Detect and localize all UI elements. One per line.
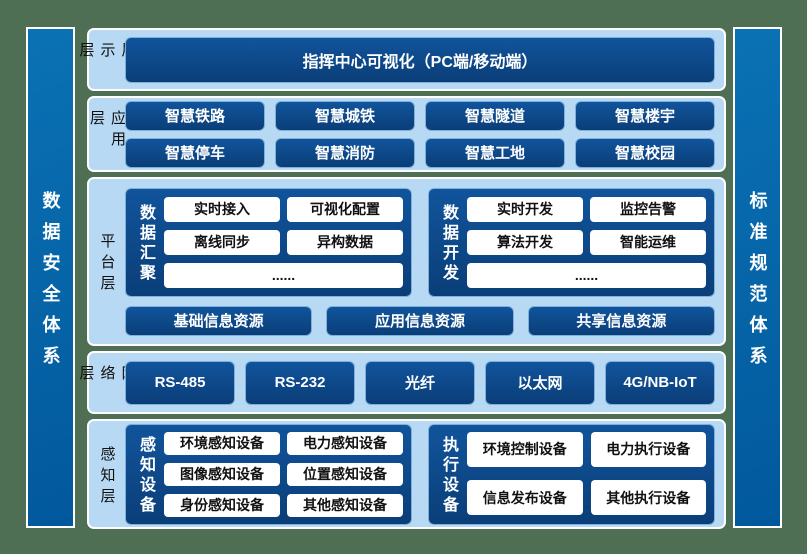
chip-power-actuator: 电力执行设备 [590, 431, 706, 467]
chip-development-more: ...... [467, 262, 706, 288]
network-box-rs485: RS-485 [125, 360, 235, 405]
chip-algorithm-dev: 算法开发 [467, 229, 583, 255]
resource-box-basic: 基础信息资源 [125, 305, 313, 336]
app-box-metro: 智慧城铁 [275, 100, 415, 131]
group-data-aggregation-label: 数据汇聚 [137, 204, 154, 284]
network-row: RS-485 RS-232 光纤 以太网 4G/NB-IoT [125, 360, 715, 405]
chip-info-publish: 信息发布设备 [467, 480, 583, 515]
resources-row: 基础信息资源 应用信息资源 共享信息资源 [125, 305, 715, 336]
layer-label-platform: 平台层 [98, 233, 116, 296]
group-sensing-devices: 感知设备 环境感知设备 电力感知设备 图像感知设备 位置感知设备 身份感知设备 … [125, 423, 412, 525]
pillar-standards-label: 标准规范体系 [747, 191, 768, 377]
layer-label-network: 网络层 [77, 365, 137, 386]
sensing-chips: 环境感知设备 电力感知设备 图像感知设备 位置感知设备 身份感知设备 其他感知设… [164, 431, 403, 517]
app-box-parking: 智慧停车 [125, 137, 265, 168]
app-box-building: 智慧楼宇 [575, 100, 715, 131]
network-box-ethernet: 以太网 [485, 360, 595, 405]
group-data-development: 数据开发 实时开发 监控告警 算法开发 智能运维 ...... [428, 187, 715, 297]
chip-env-control: 环境控制设备 [467, 431, 583, 467]
chip-other-sensing: 其他感知设备 [287, 493, 403, 517]
data-development-chips: 实时开发 监控告警 算法开发 智能运维 ...... [467, 196, 706, 288]
pillar-data-security-label: 数据安全体系 [40, 191, 61, 377]
chip-intelligent-ops: 智能运维 [590, 229, 706, 255]
app-box-tunnel: 智慧隧道 [425, 100, 565, 131]
perception-body: 感知设备 环境感知设备 电力感知设备 图像感知设备 位置感知设备 身份感知设备 … [125, 423, 715, 525]
platform-body: 数据汇聚 实时接入 可视化配置 离线同步 异构数据 ...... 数据开发 实时… [125, 187, 715, 336]
layer-label-application: 应用层 [88, 110, 126, 152]
group-data-aggregation: 数据汇聚 实时接入 可视化配置 离线同步 异构数据 ...... [125, 187, 412, 297]
layer-panel-network: 网络层 RS-485 RS-232 光纤 以太网 4G/NB-IoT [77, 351, 726, 414]
chip-location-sensing: 位置感知设备 [287, 462, 403, 486]
app-box-campus: 智慧校园 [575, 137, 715, 168]
layer-panel-platform: 平台层 数据汇聚 实时接入 可视化配置 离线同步 异构数据 ...... 数据开… [87, 177, 726, 346]
app-box-fire: 智慧消防 [275, 137, 415, 168]
network-box-4g-nbiot: 4G/NB-IoT [605, 360, 715, 405]
resource-box-application: 应用信息资源 [326, 305, 514, 336]
layer-panel-perception: 感知层 感知设备 环境感知设备 电力感知设备 图像感知设备 位置感知设备 身份感… [87, 419, 726, 529]
pillar-data-security: 数据安全体系 [26, 27, 75, 528]
chip-realtime-dev: 实时开发 [467, 196, 583, 222]
chip-other-actuator: 其他执行设备 [590, 480, 706, 515]
app-box-site: 智慧工地 [425, 137, 565, 168]
chip-identity-sensing: 身份感知设备 [164, 493, 280, 517]
chip-image-sensing: 图像感知设备 [164, 462, 280, 486]
group-actuator-devices: 执行设备 环境控制设备 电力执行设备 信息发布设备 其他执行设备 [428, 423, 715, 525]
chip-offline-sync: 离线同步 [164, 229, 280, 255]
network-box-rs232: RS-232 [245, 360, 355, 405]
chip-aggregation-more: ...... [164, 262, 403, 288]
group-actuator-devices-label: 执行设备 [440, 436, 457, 516]
group-data-development-label: 数据开发 [440, 204, 457, 284]
pillar-standards: 标准规范体系 [733, 27, 782, 528]
network-box-fiber: 光纤 [365, 360, 475, 405]
chip-hetero-data: 异构数据 [287, 229, 403, 255]
app-box-railway: 智慧铁路 [125, 100, 265, 131]
chip-monitor-alert: 监控告警 [590, 196, 706, 222]
application-grid: 智慧铁路 智慧城铁 智慧隧道 智慧楼宇 智慧停车 智慧消防 智慧工地 智慧校园 [125, 100, 715, 168]
resource-box-shared: 共享信息资源 [527, 305, 715, 336]
layer-label-display: 展示层 [77, 42, 137, 63]
platform-groups: 数据汇聚 实时接入 可视化配置 离线同步 异构数据 ...... 数据开发 实时… [125, 187, 715, 297]
layer-panel-display: 展示层 指挥中心可视化（PC端/移动端） [77, 28, 726, 91]
chip-realtime-access: 实时接入 [164, 196, 280, 222]
data-aggregation-chips: 实时接入 可视化配置 离线同步 异构数据 ...... [164, 196, 403, 288]
layer-panel-application: 应用层 智慧铁路 智慧城铁 智慧隧道 智慧楼宇 智慧停车 智慧消防 智慧工地 智… [87, 96, 726, 172]
chip-power-sensing: 电力感知设备 [287, 431, 403, 455]
chip-visual-config: 可视化配置 [287, 196, 403, 222]
layer-label-perception: 感知层 [98, 445, 116, 509]
command-center-box: 指挥中心可视化（PC端/移动端） [125, 36, 715, 83]
chip-env-sensing: 环境感知设备 [164, 431, 280, 455]
actuator-chips: 环境控制设备 电力执行设备 信息发布设备 其他执行设备 [467, 431, 706, 517]
group-sensing-devices-label: 感知设备 [137, 436, 154, 516]
